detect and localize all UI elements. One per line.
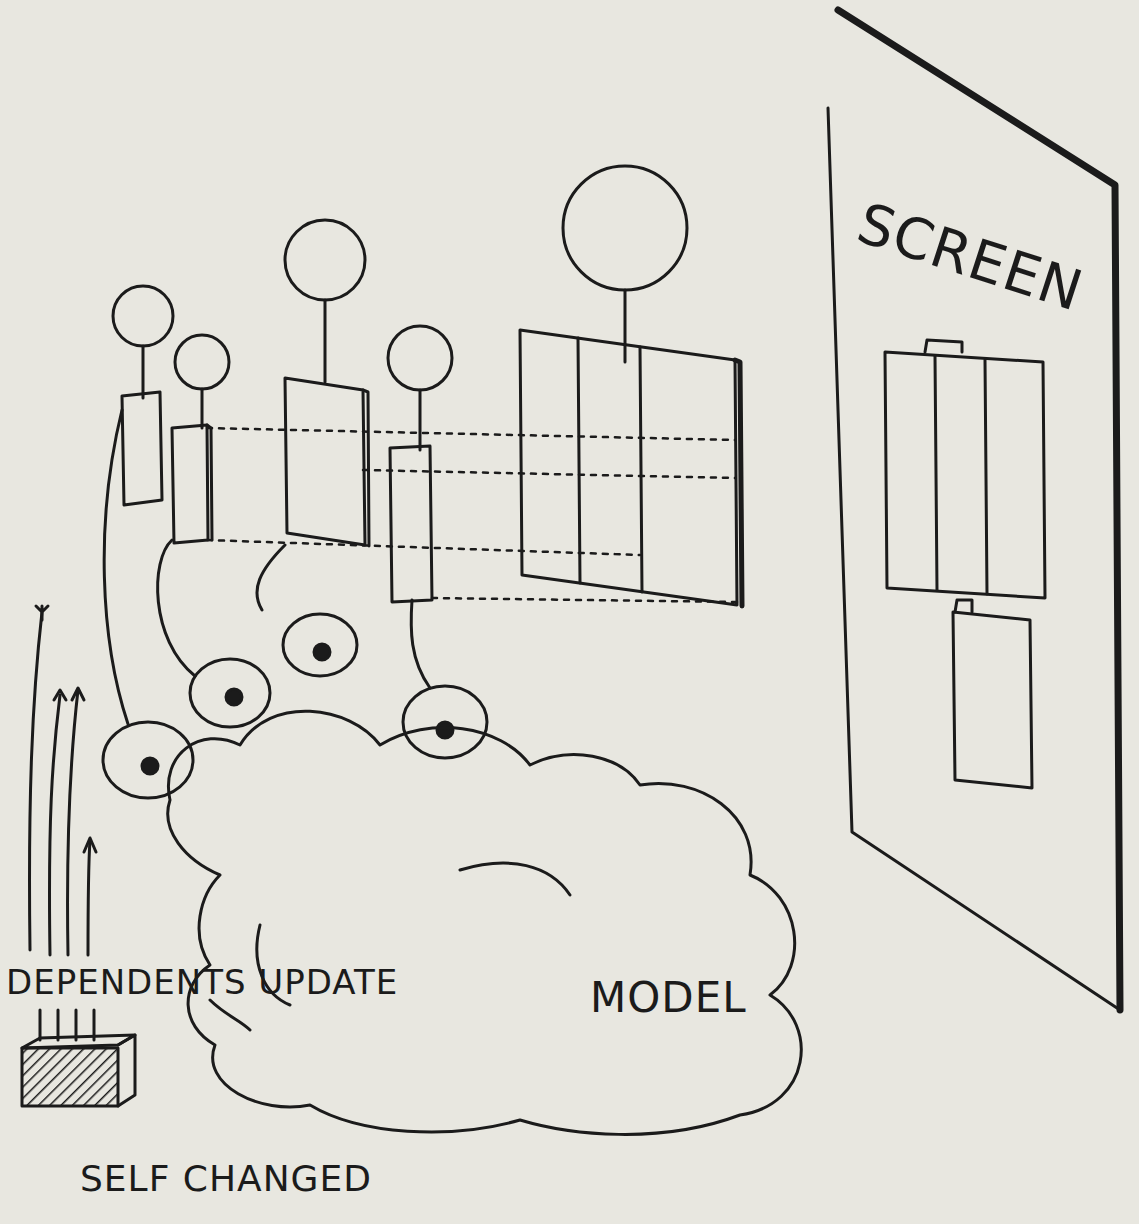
outline	[828, 108, 1120, 1010]
view-panels	[113, 166, 742, 606]
node-shape	[100, 665, 860, 1155]
dependents-update-label: DEPENDENTS UPDATE	[6, 962, 398, 1002]
screen-panel: SCREEN	[820, 0, 1130, 1020]
model-leader	[210, 1000, 250, 1030]
model-label: MODEL	[590, 973, 747, 1022]
screen-label: SCREEN	[850, 190, 1091, 324]
leader-curves	[104, 410, 430, 724]
projection-lines	[207, 428, 737, 602]
outline	[168, 711, 801, 1134]
screen-windows	[885, 340, 1045, 788]
node-shape	[820, 0, 1130, 1020]
hatched-box	[22, 1035, 135, 1106]
model-cloud: MODEL	[100, 665, 860, 1155]
controller-eyes	[103, 614, 487, 798]
outline	[838, 10, 1120, 1010]
self-changed-label: SELF CHANGED	[80, 1158, 372, 1199]
outline	[460, 863, 570, 895]
